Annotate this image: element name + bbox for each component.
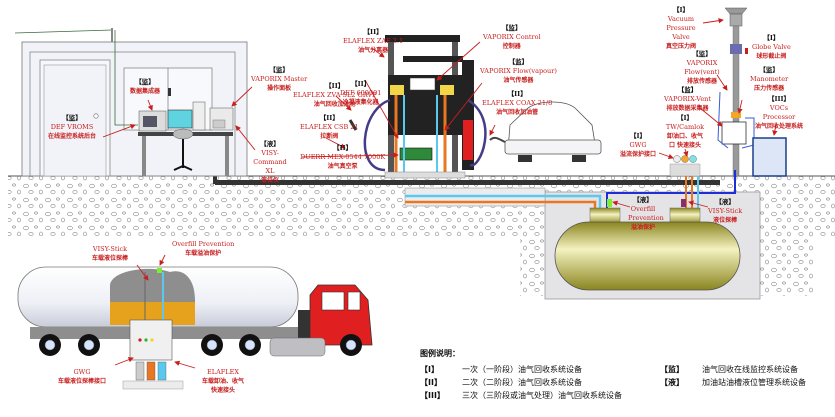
underground-storage-tank (554, 199, 741, 291)
label-vacuum-valve: 【I】 Vacuum Pressure Valve 真空压力阀 (665, 6, 696, 50)
label-globe-valve: 【I】 Globe Valve 球形截止阀 (752, 34, 791, 60)
label-vaporix-flow-vapour: 【监】 VAPORIX Flow(vapour) 油气传感器 (480, 58, 557, 84)
legend-item: 【液】加油站油槽液位管理系统设备 (660, 378, 806, 387)
label-def-vroms: 【监】 DEF VROMS 在线监控系统后台 (48, 114, 97, 140)
label-def-600001: 【II】 DEF 600001 冷凝液集化器 (340, 80, 382, 106)
legend-item: 【监】油气回收在线监控系统设备 (660, 365, 798, 374)
label-vocs-processor: 【III】 VOCs Processor 油气回收处理系统 (754, 95, 803, 130)
label-manometer: 【监】 Manometer 压力传感器 (750, 66, 789, 92)
underground-main-pipe (215, 180, 720, 185)
label-truck-elaflex: ELAFLEX 车载卸油、收气 快速接头 (201, 368, 244, 394)
label-truck-gwg: GWG 车载液位探棒接口 (58, 368, 107, 385)
legend-item: 【II】二次（二阶段）油气回收系统设备 (420, 378, 582, 387)
label-elaflex-zva: 【II】 ELAFLEX ZVA SL2 GRVP 油气回收加油枪 (293, 82, 377, 108)
label-tw-camlok: 【I】 TW/Camlok 卸油口、收气口 快速接头 (665, 114, 705, 149)
legend-item: 【I】一次（一阶段）油气回收系统设备 (420, 365, 582, 374)
label-truck-overfill: Overfill Prevention 车载溢油保护 (172, 240, 235, 257)
legend: 图例说明： 【I】一次（一阶段）油气回收系统设备 【II】二次（二阶段）油气回收… (420, 348, 806, 400)
label-vaporix-master: 【监】 VAPORIX Master 操作面板 (251, 66, 308, 92)
label-elaflex-csb: 【II】 ELAFLEX CSB 21 拉断阀 (300, 114, 359, 140)
label-elaflex-coax: 【II】 ELAFLEX COAX 21/8 油气回收加油管 (482, 90, 553, 116)
label-elaflex-zaf: 【II】 ELAFLEX ZAF 2.1 油气分离器 (343, 28, 404, 54)
label-tank-overfill: 【液】 Overfill Prevention 溢油保护 (628, 196, 664, 231)
label-truck-visy-stick: VISY-Stick 车载液位探棒 (92, 245, 129, 262)
label-gwg: 【I】 GWG 溢流保护接口 (620, 132, 657, 158)
label-vaporix-vent: 【监】 VAPORIX-Vent 排放数据采集器 (664, 86, 711, 112)
label-visy-command: 【液】 VISY-Command XL 液位仪 (253, 140, 287, 184)
label-vaporix-flow-vent: 【监】 VAPORIX Flow(vent) 排放传感器 (684, 50, 720, 85)
label-duerr-pump: 【II】 DUERR MEX-0544 7000K 油气真空泵 (300, 144, 386, 170)
label-tank-visy-stick: 【液】 VISY-Stick 液位探棒 (708, 198, 743, 224)
callout-arrows (102, 17, 778, 369)
tanker-truck (17, 266, 373, 390)
car (489, 101, 602, 162)
legend-title: 图例说明： (420, 349, 460, 358)
label-data-collector: 【监】 数据集成器 (130, 78, 161, 95)
legend-item: 【III】三次（三阶段或油气处理）油气回收系统设备 (420, 391, 622, 400)
label-vaporix-control: 【监】 VAPORIX Control 控制器 (483, 24, 541, 50)
vocs-processor-box (752, 137, 787, 177)
control-desk-equipment (138, 101, 234, 176)
control-room-building (14, 28, 248, 177)
